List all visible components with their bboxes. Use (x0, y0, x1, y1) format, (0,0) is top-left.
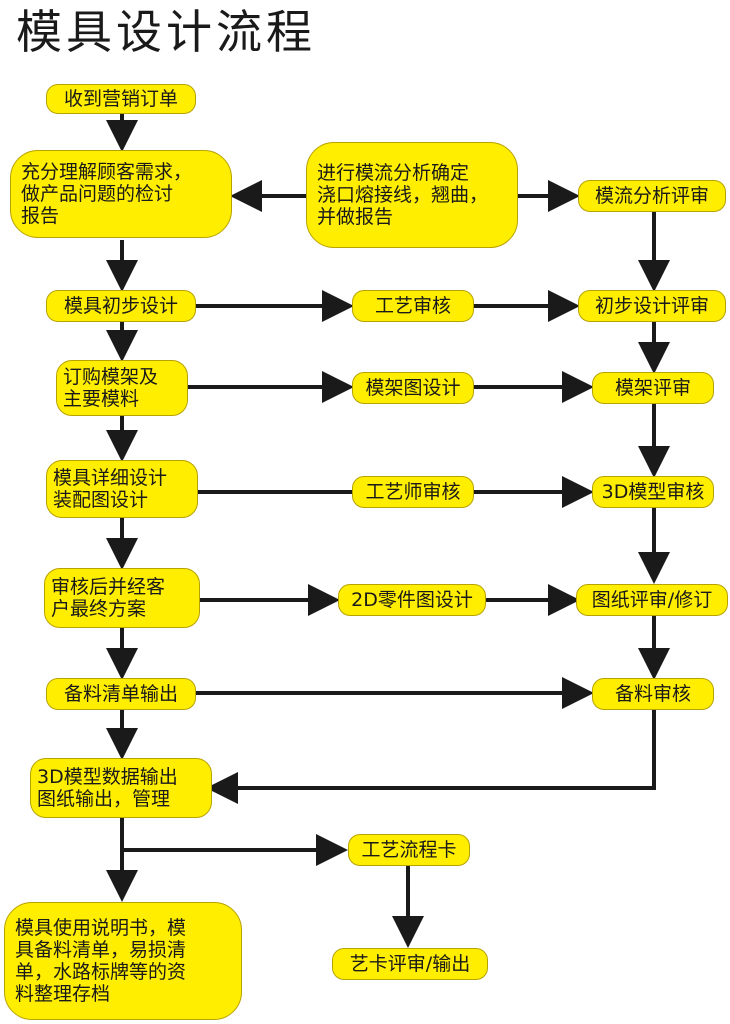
node-detailed-design: 模具详细设计 装配图设计 (46, 460, 198, 518)
node-process-review: 工艺审核 (352, 290, 474, 322)
node-card-review-output: 艺卡评审/输出 (332, 948, 488, 980)
node-3d-model-review: 3D模型审核 (592, 476, 714, 508)
node-bom-output: 备料清单输出 (46, 678, 196, 710)
node-mold-base-review: 模架评审 (592, 372, 714, 404)
node-mold-flow-review: 模流分析评审 (578, 180, 726, 212)
node-mold-base-drawing: 模架图设计 (352, 372, 474, 404)
node-bom-review: 备料审核 (592, 678, 714, 710)
node-3d-data-output: 3D模型数据输出 图纸输出，管理 (30, 758, 212, 818)
node-understand-requirements: 充分理解顾客需求， 做产品问题的检讨 报告 (10, 150, 232, 238)
node-preliminary-design-review: 初步设计评审 (578, 290, 726, 322)
node-drawing-review-revise: 图纸评审/修订 (576, 584, 728, 616)
page-title: 模具设计流程 (16, 5, 316, 59)
node-customer-final-plan: 审核后并经客 户最终方案 (44, 568, 200, 628)
node-process-flow-card: 工艺流程卡 (348, 834, 470, 866)
node-documentation-archive: 模具使用说明书，模 具备料清单，易损清 单，水路标牌等的资 料整理存档 (4, 902, 242, 1020)
node-2d-part-drawing: 2D零件图设计 (338, 584, 486, 616)
node-engineer-review: 工艺师审核 (352, 476, 474, 508)
node-mold-flow-analysis: 进行模流分析确定 浇口熔接线，翘曲， 并做报告 (306, 142, 518, 248)
node-preliminary-design: 模具初步设计 (46, 290, 196, 322)
node-receive-order: 收到营销订单 (46, 84, 196, 114)
node-order-mold-base: 订购模架及 主要模料 (56, 360, 188, 416)
